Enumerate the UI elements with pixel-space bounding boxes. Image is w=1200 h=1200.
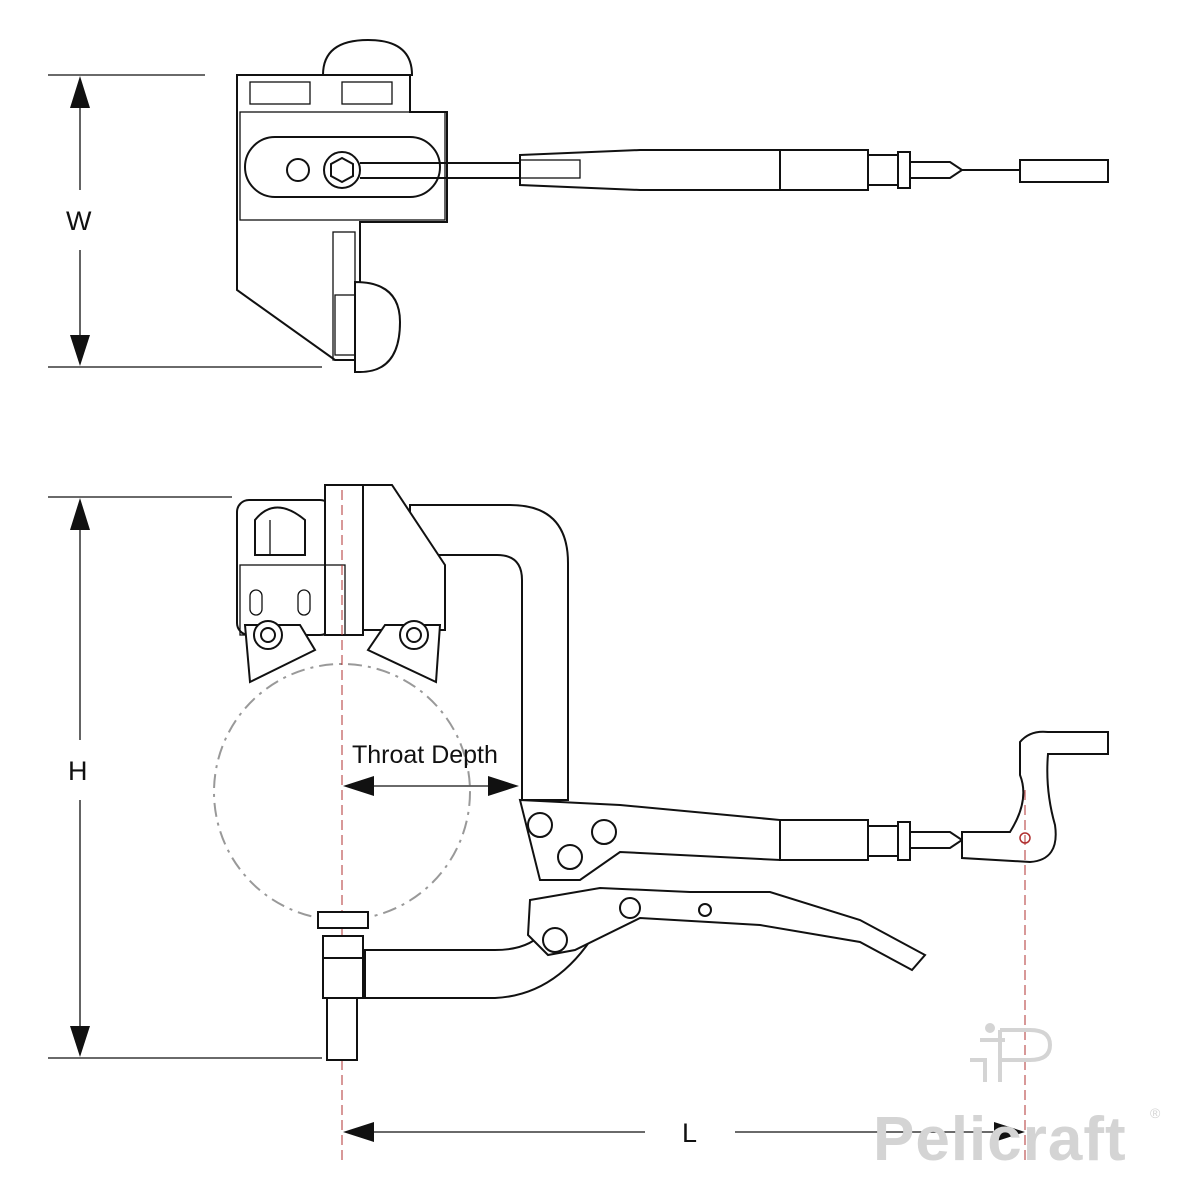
brand-mark-icon: [970, 1023, 1053, 1082]
width-dimension: W: [48, 74, 322, 368]
label-slot: [249, 81, 311, 105]
clamp-head: [236, 499, 333, 636]
height-dimension: H: [48, 496, 322, 1059]
locking-plier-handle: [518, 730, 1109, 972]
brand-name: Pelicraft: [873, 1105, 1127, 1174]
throat-depth-label: Throat Depth: [352, 741, 498, 769]
height-label: H: [68, 756, 88, 786]
length-dimension: L: [343, 1118, 1025, 1148]
width-label: W: [66, 206, 92, 236]
release-lever: [526, 886, 927, 972]
hex-nut: [330, 156, 354, 184]
lower-pad: [354, 280, 402, 373]
adjustment-slot: [244, 136, 441, 198]
handle-top-view: [360, 149, 1109, 191]
brand-logo: Pelicraft ®: [873, 1023, 1161, 1174]
top-view: W: [48, 38, 1109, 373]
clamp-screw: [326, 997, 358, 1061]
throat-depth-dimension: Throat Depth: [343, 741, 519, 796]
c-frame-arm: [409, 504, 569, 801]
length-label: L: [682, 1118, 697, 1148]
side-view: H Throat Depth: [48, 484, 1109, 1165]
clamp-body-top: [236, 74, 448, 361]
top-knob: [321, 38, 414, 76]
brand-registered-mark: ®: [1150, 1105, 1161, 1121]
crank-handle-end: [1019, 159, 1109, 183]
